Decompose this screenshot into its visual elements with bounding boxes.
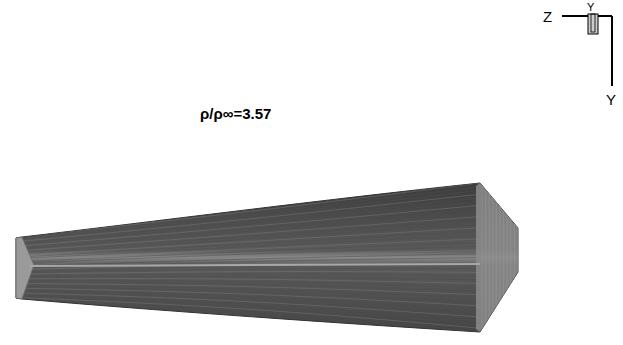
nose-cap [16, 237, 34, 299]
axis-label: Y [606, 92, 616, 107]
contour-value: ρ/ρ∞=3.57 [200, 106, 271, 121]
body-surface [16, 183, 518, 332]
center-line [30, 264, 480, 266]
axis-label: Y [587, 2, 594, 13]
axis-label: Z [543, 9, 552, 24]
axis-triad [562, 14, 612, 86]
base-cap [476, 183, 518, 332]
mesh-lines [18, 180, 514, 335]
